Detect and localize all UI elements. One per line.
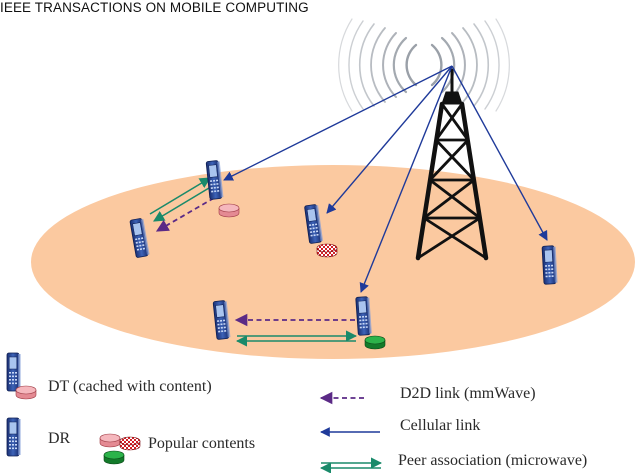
legend-cellular: Cellular link [320,417,480,437]
peer-association-upper [149,177,215,222]
content-disc-icon [15,385,37,400]
legend-d2d: D2D link (mmWave) [319,385,536,405]
legend-dt: DT (cached with content) [6,352,212,400]
d2d-link-upper [155,197,215,232]
legend-popular-label: Popular contents [148,435,255,452]
cellular-link-4 [451,65,548,241]
mobile-phone-icon [355,296,373,336]
mobile-phone-icon [541,245,559,285]
legend-dt-label: DT (cached with content) [48,378,212,395]
cellular-link-3 [359,65,453,293]
mobile-phone-icon [6,352,22,392]
legend: DT (cached with content) DR Popular cont… [6,352,587,473]
cellular-link-2 [326,65,453,214]
mobile-phone-icon [6,417,22,457]
legend-cellular-label: Cellular link [400,417,480,434]
content-disc-icon [316,243,338,258]
content-disc-icon [218,203,240,218]
cellular-links [223,65,548,293]
content-disc-icon [103,450,125,465]
cellular-link-1 [223,65,453,181]
peer-association-lower [235,330,358,347]
legend-popular: Popular contents [99,433,255,465]
content-disc-icon [364,335,386,350]
content-disc-icon [119,436,141,451]
legend-d2d-label: D2D link (mmWave) [400,385,536,402]
cell-tower-icon [415,68,489,261]
legend-dr: DR [6,417,71,457]
legend-peer [319,457,383,473]
content-disc-icon [99,433,121,448]
coverage-area [31,165,635,359]
legend-peer-label: Peer association (microwave) [398,452,587,469]
radio-wave-icon [338,18,510,112]
legend-dr-label: DR [48,430,71,447]
journal-header: IEEE TRANSACTIONS ON MOBILE COMPUTING [0,0,309,15]
